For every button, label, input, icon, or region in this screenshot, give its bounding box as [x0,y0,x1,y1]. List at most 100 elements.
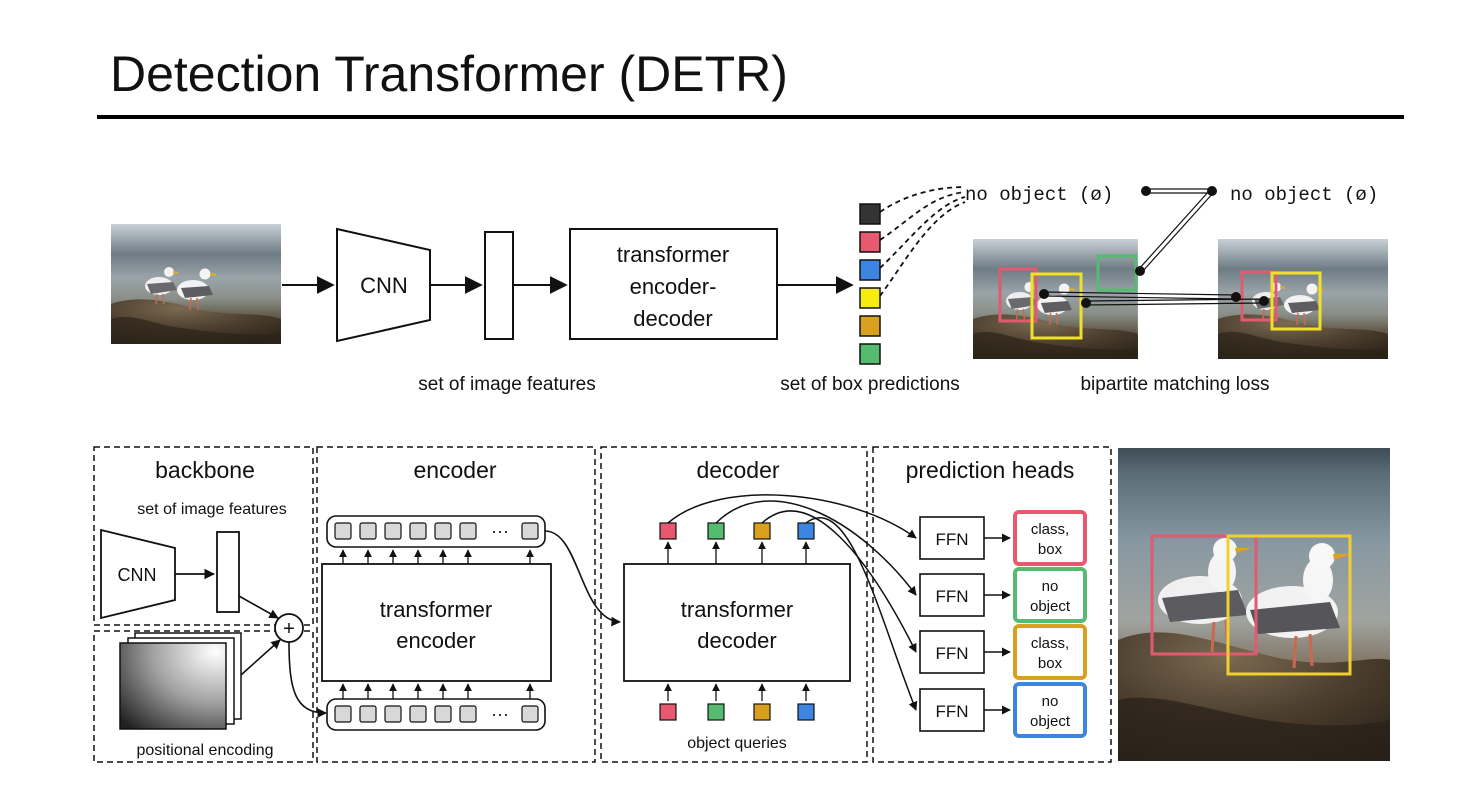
prediction-output-line1: class, [1031,635,1069,652]
transformer-decoder-block [623,563,851,682]
backbone-cnn-block [100,528,176,620]
prediction-output-box [1013,682,1087,738]
encoder-output-token [334,522,352,540]
encoder-input-token [334,705,352,723]
ffn-label: FFN [935,530,968,549]
left-pink-box [998,267,1038,323]
pred-square-pink [859,231,881,253]
encoder-output-token [521,522,539,540]
encoder-body-line1: transformer [380,597,492,622]
ffn-label: FFN [935,702,968,721]
prediction-output-box [1013,510,1087,566]
top-transformer-line1: transformer [617,242,729,267]
decoder-output-square [797,522,815,540]
transformer-encoder-block [321,563,552,682]
title-rule [97,115,1404,119]
prediction-output-line1: no [1042,693,1059,710]
no-object-left: no object (ø) [965,184,1113,206]
pred-square-blue [859,259,881,281]
prediction-heads-title: prediction heads [906,457,1075,483]
prediction-output-line1: class, [1031,521,1069,538]
pred-square-yellow [859,287,881,309]
decoder-to-ffn-arrows [667,494,918,711]
top-transformer-line3: decoder [633,306,713,331]
top-feature-block [484,231,514,340]
prediction-output-box [1013,567,1087,623]
prediction-output-line2: object [1030,713,1071,730]
encoder-token-squares [334,522,539,723]
backbone-features-label: set of image features [137,501,286,518]
ffn-label: FFN [935,587,968,606]
ffn-label: FFN [935,644,968,663]
top-transformer-line2: encoder- [630,274,717,299]
pred-square-green [859,343,881,365]
matching-dots [1039,186,1269,308]
decoder-output-square [659,522,677,540]
backbone-feature-block [216,531,240,613]
output-yellow-box [1226,534,1352,676]
ffn-block [919,516,985,560]
prediction-head-rows: FFNclass,boxFFNnoobjectFFNclass,boxFFNno… [919,510,1087,738]
encoder-input-token [521,705,539,723]
encoder-input-ellipsis: ··· [491,704,509,724]
ffn-block [919,688,985,732]
ffn-block [919,573,985,617]
decoder-output-square [707,522,725,540]
top-box-caption: set of box predictions [780,374,960,395]
decoder-query-squares [659,522,815,721]
backbone-title: backbone [155,457,255,483]
encoder-input-token [384,705,402,723]
left-yellow-box [1030,272,1083,340]
plus-symbol: + [283,618,295,640]
encoder-title: encoder [413,457,496,483]
encoder-output-ellipsis: ··· [491,521,509,541]
object-query-square [797,703,815,721]
backbone-cnn-label: CNN [118,565,157,585]
encoder-output-token [459,522,477,540]
arrow-pos-to-plus [240,639,281,676]
arrow-plus-to-encoder-input [288,641,327,718]
encoder-output-token [434,522,452,540]
positional-encoding-image [119,642,227,730]
encoder-input-token [434,705,452,723]
decoder-body-line1: transformer [681,597,793,622]
encoder-input-token [359,705,377,723]
object-query-square [753,703,771,721]
right-yellow-box [1270,271,1322,331]
top-cnn-label: CNN [360,273,408,298]
encoder-input-token [459,705,477,723]
detection-output-image [1118,448,1390,761]
prediction-output-line2: box [1038,541,1063,558]
arrow-encoder-to-decoder [544,530,621,627]
encoder-body-line2: encoder [396,628,476,653]
pred-square-gold [859,315,881,337]
decoder-title: decoder [696,457,779,483]
encoder-output-token [384,522,402,540]
object-query-square [707,703,725,721]
output-pink-box [1150,534,1258,656]
encoder-output-token [359,522,377,540]
prediction-output-line2: box [1038,655,1063,672]
top-features-caption: set of image features [418,374,595,395]
prediction-output-line2: object [1030,598,1071,615]
encoder-input-token [409,705,427,723]
pred-square-dark [859,203,881,225]
decoder-body-line2: decoder [697,628,777,653]
prediction-output-box [1013,624,1087,680]
no-object-right: no object (ø) [1230,184,1378,206]
object-queries-label: object queries [687,735,787,752]
prediction-output-line1: no [1042,578,1059,595]
matching-lines [1043,188,1265,306]
encoder-output-token [409,522,427,540]
top-matching-caption: bipartite matching loss [1080,374,1269,395]
dashed-connectors [879,186,966,297]
right-pink-box [1240,270,1278,322]
top-cnn-block [336,227,431,343]
arrow-feature-to-plus [238,595,279,619]
positional-encoding-label: positional encoding [137,742,274,759]
slide-title: Detection Transformer (DETR) [110,46,788,102]
object-query-square [659,703,677,721]
decoder-output-square [753,522,771,540]
input-image [110,223,282,345]
